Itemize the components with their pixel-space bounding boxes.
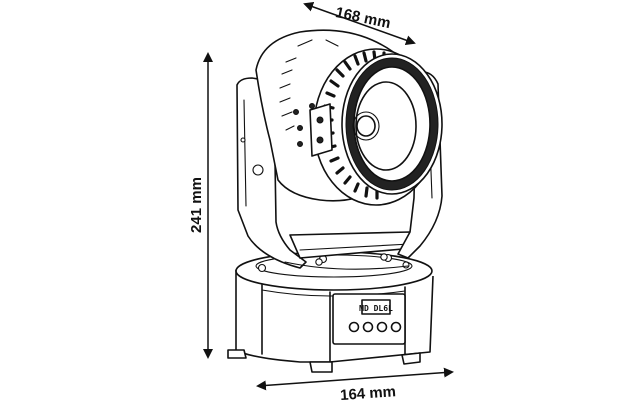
- dimension-height-label: 241 mm: [188, 177, 205, 233]
- fixture-head: [255, 29, 443, 206]
- display-screen: [361, 299, 391, 315]
- dimension-height: 241 mm: [188, 52, 213, 359]
- menu-button[interactable]: [348, 321, 360, 333]
- display-text: MD DL6L: [359, 304, 393, 313]
- down-button[interactable]: [376, 321, 388, 333]
- dimension-top-arrow: [303, 1, 416, 46]
- control-panel: MD DL6L: [332, 293, 406, 345]
- dimension-bottom: 164 mm: [256, 367, 454, 400]
- dimension-top-label: 168 mm: [334, 4, 392, 32]
- up-button[interactable]: [362, 321, 374, 333]
- fixture-base: MD DL6L: [227, 251, 434, 373]
- enter-button[interactable]: [390, 321, 402, 333]
- dimension-bottom-label: 164 mm: [340, 383, 397, 400]
- lens: [355, 81, 417, 171]
- dimension-bottom-arrow: [256, 367, 454, 391]
